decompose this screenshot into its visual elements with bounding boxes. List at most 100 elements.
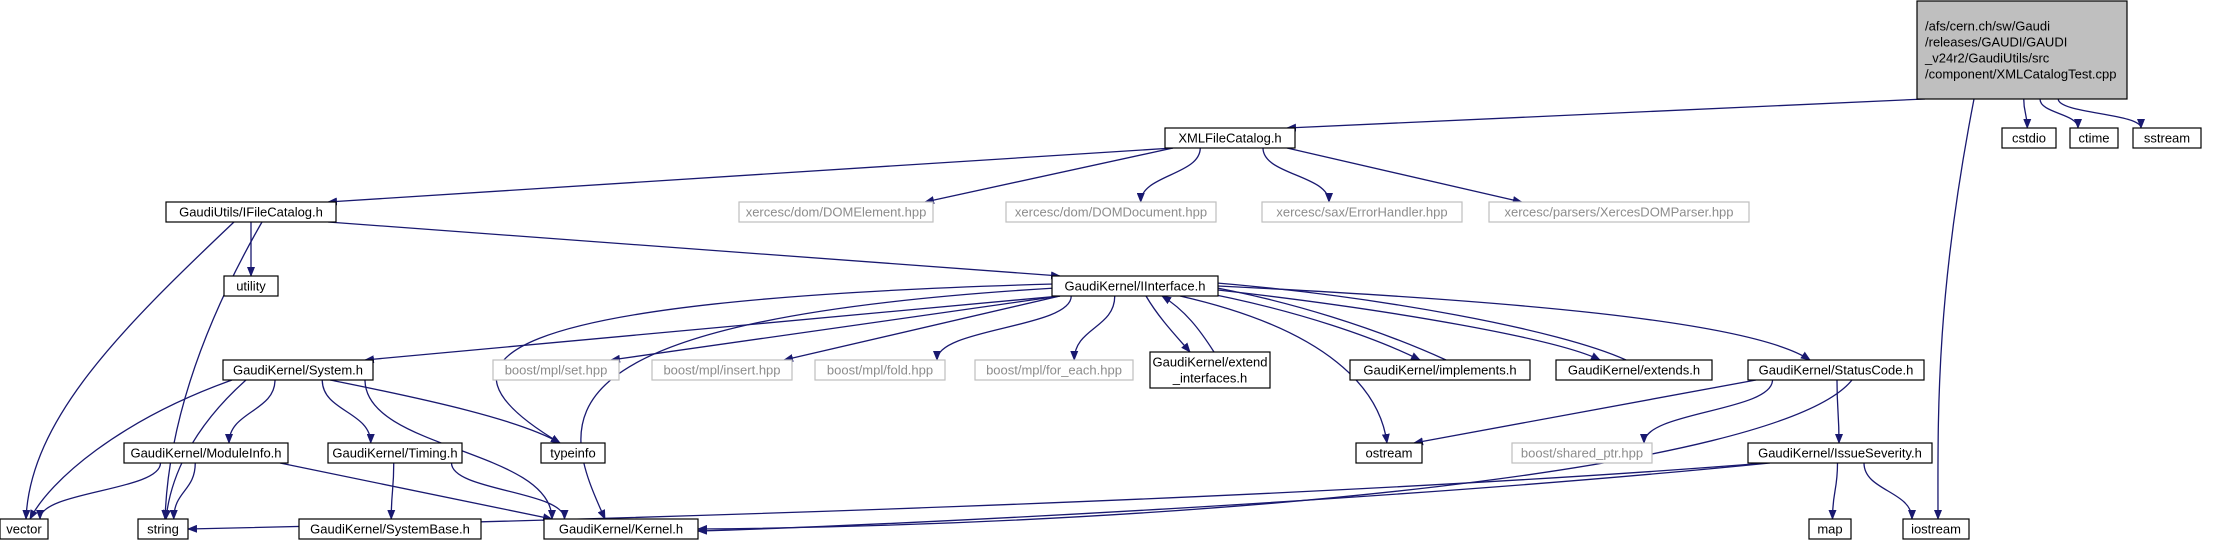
edge-timing-to-kernel (450, 462, 569, 520)
node-issueseverity[interactable]: GaudiKernel/IssueSeverity.h (1747, 442, 1933, 464)
node-sstream[interactable]: sstream (2132, 127, 2202, 149)
edge-issueseverity-to-kernel (697, 462, 1771, 535)
nodes: /afs/cern.ch/sw/Gaudi/releases/GAUDI/GAU… (0, 0, 2202, 540)
node-label: XMLFileCatalog.h (1178, 131, 1281, 146)
node-label: GaudiKernel/Timing.h (332, 446, 457, 461)
edge-statuscode-to-kernel (697, 379, 1853, 533)
node-mplfold[interactable]: boost/mpl/fold.hpp (814, 359, 946, 381)
node-string[interactable]: string (137, 518, 189, 540)
node-label: boost/mpl/insert.hpp (663, 363, 780, 378)
node-label: GaudiKernel/Kernel.h (559, 522, 683, 537)
node-xercesdomparser[interactable]: xercesc/parsers/XercesDOMParser.hpp (1488, 201, 1750, 223)
node-extends[interactable]: GaudiKernel/extends.h (1555, 359, 1713, 381)
edge-iinterface-to-typeinfo (495, 283, 1055, 444)
edge-issueseverity-to-map (1828, 462, 1839, 520)
node-iostream[interactable]: iostream (1902, 518, 1970, 540)
edge-xmlfilecatalog-to-ifilecatalog (327, 147, 1174, 206)
edge-ifilecatalog-to-vector (22, 221, 235, 520)
edge-iinterface-to-mplfold (933, 295, 1072, 361)
node-label: GaudiKernel/extend (1153, 355, 1268, 370)
node-mplforeach[interactable]: boost/mpl/for_each.hpp (974, 359, 1134, 381)
edges (22, 98, 2145, 535)
node-label: /component/XMLCatalogTest.cpp (1925, 67, 2117, 82)
node-label: sstream (2144, 131, 2190, 146)
node-label: map (1817, 522, 1842, 537)
node-label: boost/mpl/for_each.hpp (986, 363, 1122, 378)
node-label: string (147, 522, 179, 537)
node-statuscode[interactable]: GaudiKernel/StatusCode.h (1747, 359, 1925, 381)
edge-system-to-vector (29, 379, 233, 520)
node-label: GaudiKernel/IssueSeverity.h (1758, 446, 1922, 461)
edge-iinterface-to-extends (1199, 287, 1601, 361)
node-label: /afs/cern.ch/sw/Gaudi (1925, 19, 2050, 34)
node-vector[interactable]: vector (0, 518, 49, 540)
edge-system-to-timing (321, 379, 375, 444)
node-label: GaudiKernel/StatusCode.h (1759, 363, 1914, 378)
edge-iinterface-to-mplinsert (783, 295, 1061, 362)
node-label: GaudiKernel/SystemBase.h (310, 522, 470, 537)
node-map[interactable]: map (1808, 518, 1852, 540)
edge-iinterface-to-system (364, 295, 1061, 364)
node-sharedptr[interactable]: boost/shared_ptr.hpp (1511, 442, 1653, 464)
node-implements[interactable]: GaudiKernel/implements.h (1349, 359, 1531, 381)
edge-root-to-sstream (2057, 98, 2145, 129)
edge-issueseverity-to-iostream (1863, 462, 1916, 520)
node-ctime[interactable]: ctime (2069, 127, 2119, 149)
edge-implements-to-iinterface (1194, 281, 1447, 361)
edge-moduleinfo-to-vector (36, 462, 162, 520)
node-extendinterfaces[interactable]: GaudiKernel/extend_interfaces.h (1149, 351, 1271, 389)
node-label: ostream (1366, 446, 1413, 461)
node-label: GaudiKernel/ModuleInfo.h (130, 446, 281, 461)
node-iinterface[interactable]: GaudiKernel/IInterface.h (1051, 275, 1219, 297)
node-label: GaudiKernel/IInterface.h (1065, 279, 1206, 294)
node-label: boost/mpl/set.hpp (505, 363, 608, 378)
node-label: cstdio (2012, 131, 2046, 146)
node-ifilecatalog[interactable]: GaudiUtils/IFileCatalog.h (165, 201, 337, 223)
node-systembase[interactable]: GaudiKernel/SystemBase.h (298, 518, 482, 540)
edge-statuscode-to-issueseverity (1834, 379, 1843, 444)
edge-statuscode-to-ostream (1413, 379, 1757, 446)
node-utility[interactable]: utility (223, 275, 279, 297)
edge-iinterface-to-kernel (580, 287, 1057, 520)
node-domelement[interactable]: xercesc/dom/DOMElement.hpp (738, 201, 934, 223)
edge-moduleinfo-to-string (169, 462, 196, 520)
edge-statuscode-to-sharedptr (1640, 379, 1774, 444)
node-label: boost/shared_ptr.hpp (1521, 446, 1643, 461)
node-label: utility (236, 279, 266, 294)
node-system[interactable]: GaudiKernel/System.h (222, 359, 374, 381)
edge-xmlfilecatalog-to-errorhandler (1262, 147, 1333, 203)
node-cstdio[interactable]: cstdio (2001, 127, 2057, 149)
node-label: ctime (2078, 131, 2109, 146)
edge-extendinterfaces-to-iinterface (1161, 295, 1215, 353)
node-label: /releases/GAUDI/GAUDI (1925, 35, 2067, 50)
edge-root-to-iostream (1933, 98, 1975, 520)
node-kernel[interactable]: GaudiKernel/Kernel.h (543, 518, 699, 540)
edge-iinterface-to-implements (1189, 289, 1421, 361)
node-mplinsert[interactable]: boost/mpl/insert.hpp (651, 359, 793, 381)
node-ostream[interactable]: ostream (1355, 442, 1423, 464)
node-label: xercesc/dom/DOMElement.hpp (746, 205, 927, 220)
node-root[interactable]: /afs/cern.ch/sw/Gaudi/releases/GAUDI/GAU… (1916, 0, 2128, 100)
edge-xmlfilecatalog-to-domelement (924, 147, 1174, 204)
node-label: iostream (1911, 522, 1961, 537)
node-timing[interactable]: GaudiKernel/Timing.h (327, 442, 463, 464)
edge-ifilecatalog-to-iinterface (327, 221, 1061, 280)
node-errorhandler[interactable]: xercesc/sax/ErrorHandler.hpp (1261, 201, 1463, 223)
node-label: _v24r2/GaudiUtils/src (1924, 51, 2050, 66)
edge-iinterface-to-ostream (1179, 295, 1390, 444)
edge-root-to-ctime (2039, 98, 2082, 129)
edge-iinterface-to-statuscode (1217, 285, 1811, 361)
edge-root-to-xmlfilecatalog (1286, 98, 1926, 132)
node-typeinfo[interactable]: typeinfo (540, 442, 606, 464)
edge-timing-to-systembase (387, 462, 396, 520)
node-xmlfilecatalog[interactable]: XMLFileCatalog.h (1164, 127, 1296, 149)
node-label: xercesc/sax/ErrorHandler.hpp (1276, 205, 1447, 220)
node-label: GaudiKernel/System.h (233, 363, 363, 378)
edge-iinterface-to-extendinterfaces (1145, 295, 1191, 353)
node-domdocument[interactable]: xercesc/dom/DOMDocument.hpp (1005, 201, 1217, 223)
node-label: typeinfo (550, 446, 596, 461)
edge-iinterface-to-mplforeach (1070, 295, 1116, 361)
node-moduleinfo[interactable]: GaudiKernel/ModuleInfo.h (123, 442, 289, 464)
node-mplset[interactable]: boost/mpl/set.hpp (492, 359, 620, 381)
